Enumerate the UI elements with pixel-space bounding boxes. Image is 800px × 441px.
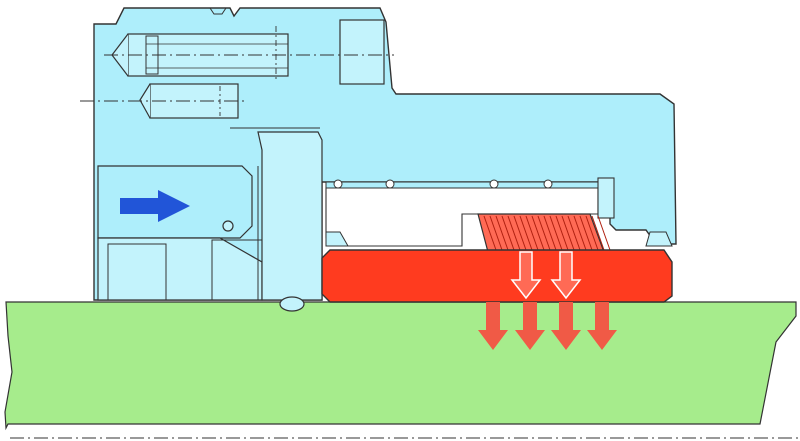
serration-line [531,215,545,251]
cavity-right-block [597,177,615,219]
bolt-head-pocket [339,19,385,85]
serration-line [597,215,611,251]
ring-force-arrows [510,251,582,300]
shaft [4,301,797,431]
o-ring [222,220,234,232]
serration-line [567,215,581,251]
serration-line [549,215,563,251]
shaft-force-arrows [478,302,617,350]
pin-tip [139,83,151,119]
serration-line [489,215,503,251]
serration-line [579,215,593,251]
down-arrow-icon [515,302,545,350]
serration-line [543,215,557,251]
top-notch [209,7,227,15]
serration-line [537,215,551,251]
down-arrow-icon [587,302,617,350]
serration-line [495,215,509,251]
serration-line [525,215,539,251]
down-arrow-icon [510,251,542,300]
serration-line [501,215,515,251]
serration-line [573,215,587,251]
ball-row [325,179,611,189]
serration-line [507,215,521,251]
serration-line [585,215,599,251]
piston-lower-block [107,243,167,301]
piston [97,237,263,301]
clamping-ring [321,249,673,303]
serration-line [483,215,497,251]
push-arrow-icon [120,190,190,222]
serration-line [513,215,527,251]
down-arrow-icon [478,302,508,350]
serration-line [555,215,569,251]
sleeve [257,131,323,301]
serration-lines [483,215,611,251]
down-arrow-icon [551,302,581,350]
serration-line [591,215,605,251]
serration-line [519,215,533,251]
seal-left [325,231,349,247]
bottom-seal [279,296,305,312]
seal-right [645,231,673,247]
down-arrow-icon [550,251,582,300]
serration-line [561,215,575,251]
